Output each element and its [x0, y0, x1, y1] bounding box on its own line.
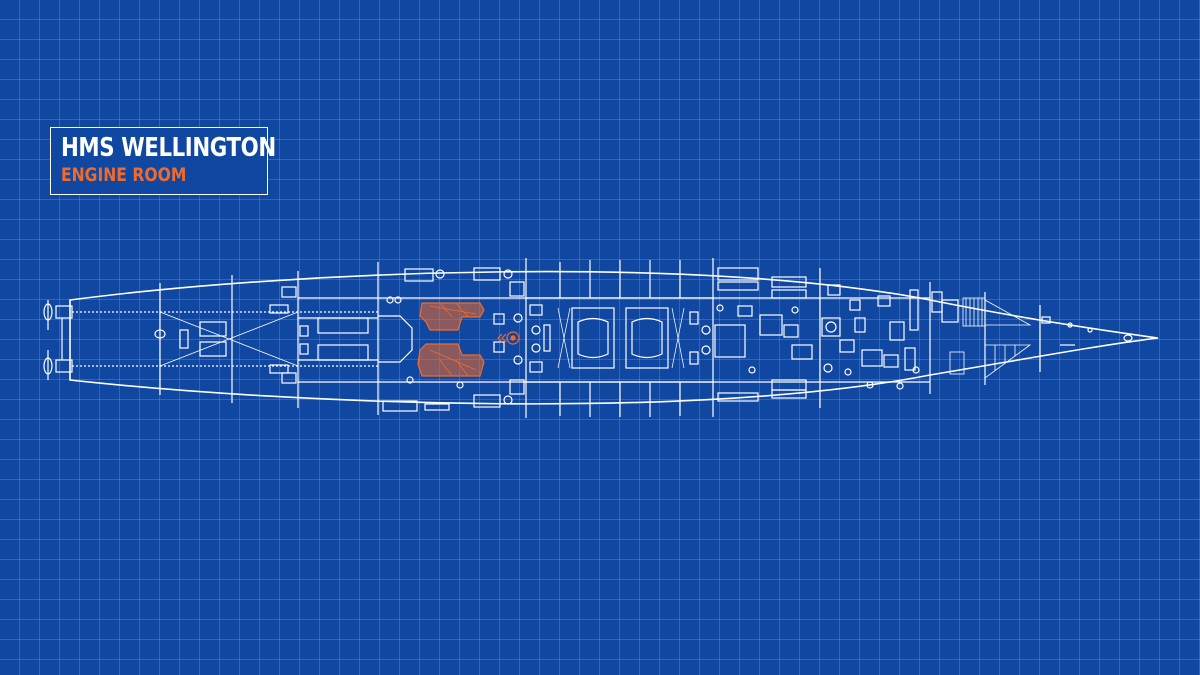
bow-fittings	[1041, 316, 1133, 346]
section-name: ENGINE ROOM	[61, 164, 187, 186]
engine-port	[419, 302, 485, 331]
shaft-cross-2	[159, 311, 299, 367]
aft-compartment	[298, 317, 378, 361]
propeller-shafts	[72, 311, 380, 367]
engine-control-marker	[497, 331, 520, 345]
engine-room-structure	[378, 267, 525, 412]
stern-fittings	[154, 286, 309, 384]
bridge-area	[821, 284, 959, 390]
midships-hold	[526, 260, 713, 417]
title-panel: HMS WELLINGTON ENGINE ROOM	[50, 127, 276, 195]
forward-compartments	[714, 267, 813, 402]
propeller-icon	[43, 300, 73, 380]
bow-stairs	[949, 297, 1032, 379]
bulkheads	[159, 258, 1041, 418]
engine-starboard	[417, 343, 485, 377]
